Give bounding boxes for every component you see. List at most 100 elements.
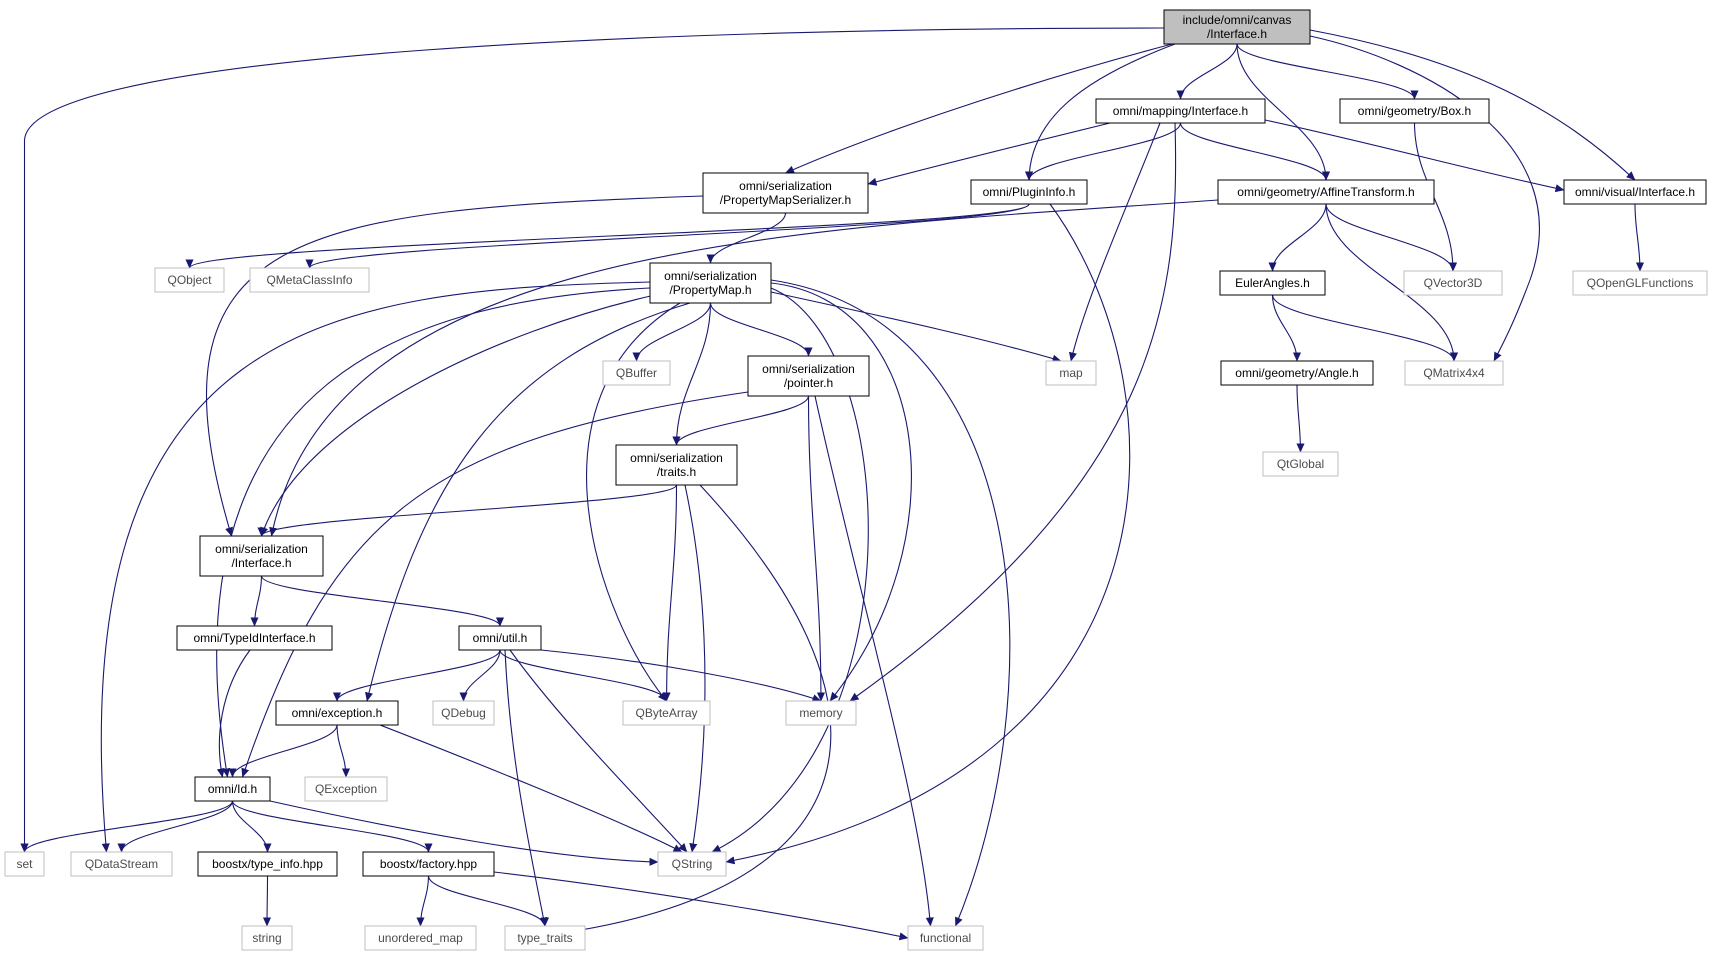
edge-propertymap-to-traits [672, 302, 712, 446]
node-label: QOpenGLFunctions [1587, 276, 1694, 290]
node-label: string [252, 931, 281, 945]
edge-mapping-to-plugininfo [1025, 122, 1182, 181]
edge-id-to-qstring [269, 800, 659, 866]
node-qbytearray: QByteArray [622, 700, 711, 726]
dependency-nodes: include/omni/canvas/Interface.h omni/mapp… [4, 9, 1708, 951]
edge-eulerangles-to-qmatrix4x4 [1271, 294, 1458, 362]
node-root[interactable]: include/omni/canvas/Interface.h [1163, 9, 1311, 45]
edge-affine-to-qvector3d [1325, 203, 1458, 272]
node-box [154, 267, 225, 293]
edge-util-to-qbytearray [499, 649, 671, 702]
node-qobject: QObject [154, 267, 225, 293]
node-label: QtGlobal [1277, 457, 1324, 471]
node-visual[interactable]: omni/visual/Interface.h [1563, 179, 1707, 205]
edge-root-to-visual [1309, 29, 1636, 181]
node-memory: memory [785, 700, 857, 726]
node-qtglobal: QtGlobal [1262, 451, 1339, 477]
node-box [702, 172, 869, 214]
node-label: omni/PluginInfo.h [983, 185, 1076, 199]
edge-util-to-memory [540, 649, 822, 703]
node-qdatastream: QDataStream [70, 851, 173, 877]
node-box [1339, 98, 1490, 124]
node-qexception: QException [304, 776, 388, 802]
node-propertymap[interactable]: omni/serialization/PropertyMap.h [649, 262, 772, 304]
node-traits[interactable]: omni/serialization/traits.h [615, 444, 738, 486]
edge-affine-to-serinterface [269, 199, 1219, 537]
node-label: map [1059, 366, 1083, 380]
edge-serinterface-to-util [260, 575, 504, 627]
node-qmetaclassinfo: QMetaClassInfo [249, 267, 370, 293]
node-pointer[interactable]: omni/serialization/pointer.h [747, 355, 870, 397]
node-box [747, 355, 870, 397]
node-box [1262, 451, 1339, 477]
node-util[interactable]: omni/util.h [458, 625, 542, 651]
node-serinterface[interactable]: omni/serialization/Interface.h [199, 535, 324, 577]
node-affine[interactable]: omni/geometry/AffineTransform.h [1217, 179, 1435, 205]
edge-id-to-set [20, 800, 234, 853]
node-label: functional [920, 931, 971, 945]
node-box [432, 700, 495, 726]
node-plugininfo[interactable]: omni/PluginInfo.h [970, 179, 1088, 205]
node-box [1403, 270, 1503, 296]
edge-id-to-factory [231, 800, 433, 853]
node-factory[interactable]: boostx/factory.hpp [362, 851, 495, 877]
node-label: set [16, 857, 33, 871]
node-box [364, 925, 477, 951]
node-box [70, 851, 173, 877]
edge-affine-to-qmatrix4x4 [1325, 203, 1459, 362]
node-mapping[interactable]: omni/mapping/Interface.h [1095, 98, 1266, 124]
node-label: QMatrix4x4 [1423, 366, 1485, 380]
edge-pms-to-propertymap [706, 212, 787, 264]
edge-mapping-to-affine [1179, 122, 1330, 181]
edge-traits-to-qstring [684, 484, 706, 853]
dependency-edges [20, 27, 1645, 941]
node-label: QString [672, 857, 713, 871]
node-box [970, 179, 1088, 205]
edge-typeid-to-id [216, 649, 251, 778]
edge-mapping-to-map [1068, 122, 1161, 362]
node-label: omni/TypeIdInterface.h [193, 631, 315, 645]
node-box [504, 925, 586, 951]
edge-affine-to-eulerangles [1268, 203, 1327, 272]
node-box [1217, 179, 1435, 205]
node-label: omni/geometry/AffineTransform.h [1237, 185, 1414, 199]
node-label: QException [315, 782, 377, 796]
node-box[interactable]: omni/geometry/Box.h [1339, 98, 1490, 124]
node-angle[interactable]: omni/geometry/Angle.h [1220, 360, 1374, 386]
node-qmatrix4x4: QMatrix4x4 [1404, 360, 1504, 386]
node-label: /Interface.h [231, 556, 291, 570]
edge-propertymap-to-qbytearray [586, 302, 681, 702]
node-box [1045, 360, 1097, 386]
node-label: /PropertyMap.h [669, 283, 751, 297]
node-box [1095, 98, 1266, 124]
edge-id-to-qdatastream [117, 800, 234, 853]
node-set: set [4, 851, 45, 877]
node-qstring: QString [657, 851, 727, 877]
edge-propertymap-to-exception [365, 302, 691, 702]
node-string: string [241, 925, 293, 951]
edge-exception-to-qexception [336, 724, 351, 778]
node-box [1572, 270, 1708, 296]
edge-propertymap-to-qbuffer [632, 302, 712, 362]
edge-id-to-typeinfo [231, 800, 272, 853]
node-pms[interactable]: omni/serialization/PropertyMapSerializer… [702, 172, 869, 214]
node-box [622, 700, 711, 726]
edge-util-to-type_traits [504, 649, 548, 927]
node-eulerangles[interactable]: EulerAngles.h [1219, 270, 1326, 296]
edge-propertymap-to-qdatastream [100, 281, 651, 853]
node-exception[interactable]: omni/exception.h [275, 700, 399, 726]
edge-factory-to-type_traits [427, 875, 550, 927]
node-type_traits: type_traits [504, 925, 586, 951]
edge-traits-to-type_traits [574, 484, 832, 934]
node-label: omni/Id.h [208, 782, 257, 796]
node-typeid[interactable]: omni/TypeIdInterface.h [176, 625, 333, 651]
node-label: /pointer.h [784, 376, 833, 390]
node-id[interactable]: omni/Id.h [194, 776, 271, 802]
edge-traits-to-serinterface [257, 484, 678, 537]
node-functional: functional [907, 925, 984, 951]
node-label: QDebug [441, 706, 486, 720]
node-box [4, 851, 45, 877]
node-label: QBuffer [616, 366, 657, 380]
node-label: /Interface.h [1207, 27, 1267, 41]
node-typeinfo[interactable]: boostx/type_info.hpp [197, 851, 338, 877]
